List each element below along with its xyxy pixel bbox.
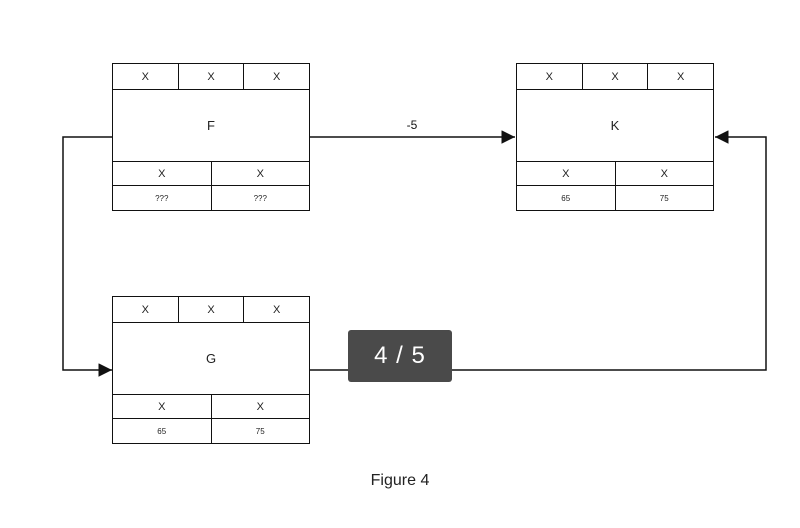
node-f-value: ???: [155, 193, 169, 203]
node-k-name-row: K: [517, 90, 713, 162]
node-f: X X X F X X ??? ???: [112, 63, 310, 211]
edge-g-to-k: [310, 130, 767, 371]
node-g-row3-cell: X: [158, 400, 166, 413]
node-f-row4: ??? ???: [113, 186, 309, 210]
node-f-row3-cell: X: [210, 162, 310, 185]
node-f-name-row: F: [113, 90, 309, 162]
node-k-value: 75: [614, 186, 714, 210]
node-k-value: 65: [561, 193, 571, 203]
node-g-name: G: [205, 351, 217, 366]
node-f-top-cell: X: [243, 64, 309, 89]
node-g-top-cell: X: [243, 297, 309, 322]
page-indicator: 4 / 5: [348, 330, 452, 382]
node-g-row3: X X: [113, 395, 309, 419]
node-g-row4: 65 75: [113, 419, 309, 443]
node-g-top-cell: X: [141, 303, 149, 316]
node-g-top-cell: X: [177, 297, 244, 322]
node-k-name: K: [610, 118, 620, 133]
node-k-row3: X X: [517, 162, 713, 186]
node-k-top-cell: X: [581, 64, 648, 89]
node-f-row3-cell: X: [158, 167, 166, 180]
node-f-row3: X X: [113, 162, 309, 186]
node-g: X X X G X X 65 75: [112, 296, 310, 444]
node-g-value: 65: [157, 426, 167, 436]
node-f-top-row: X X X: [113, 64, 309, 90]
node-k-top-cell: X: [647, 64, 713, 89]
node-g-top-row: X X X: [113, 297, 309, 323]
node-k-top-row: X X X: [517, 64, 713, 90]
node-f-top-cell: X: [177, 64, 244, 89]
node-f-name: F: [207, 118, 215, 133]
node-k-row3-cell: X: [614, 162, 714, 185]
node-k-row3-cell: X: [562, 167, 570, 180]
node-k: X X X K X X 65 75: [516, 63, 714, 211]
node-g-name-row: G: [113, 323, 309, 395]
node-g-value: 75: [210, 419, 310, 443]
node-k-top-cell: X: [545, 70, 553, 83]
edge-label-f-k: -5: [406, 118, 418, 132]
figure-caption: Figure 4: [370, 472, 430, 489]
node-f-value: ???: [210, 186, 310, 210]
edge-f-to-g: [62, 136, 112, 377]
node-g-row3-cell: X: [210, 395, 310, 418]
node-k-row4: 65 75: [517, 186, 713, 210]
node-f-top-cell: X: [141, 70, 149, 83]
